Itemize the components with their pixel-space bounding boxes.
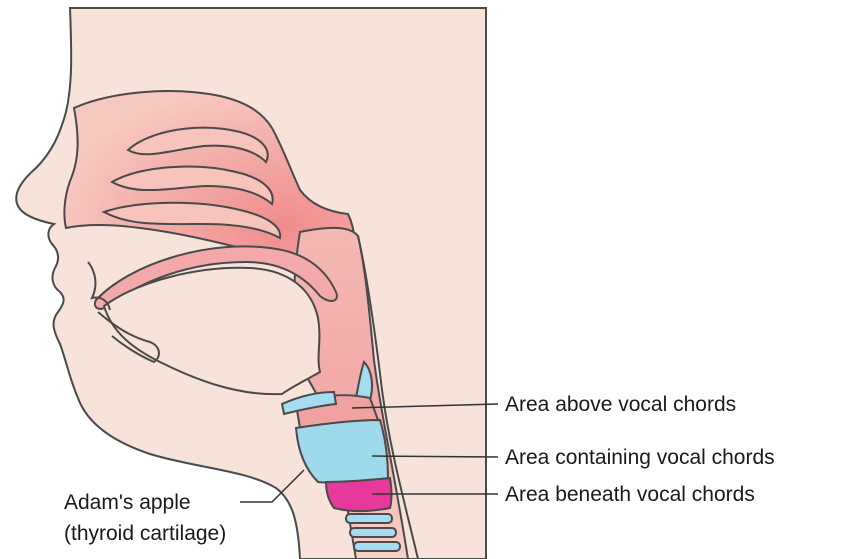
leader-line-containing bbox=[372, 456, 498, 457]
trachea-ring bbox=[350, 528, 396, 537]
label-area-beneath: Area beneath vocal chords bbox=[505, 483, 755, 506]
area-containing-vocal-chords bbox=[296, 420, 388, 483]
trachea-ring bbox=[354, 542, 400, 551]
label-adams-apple: Adam's apple bbox=[64, 491, 191, 514]
label-area-above: Area above vocal chords bbox=[505, 393, 736, 416]
label-thyroid-cartilage: (thyroid cartilage) bbox=[64, 522, 226, 545]
trachea bbox=[346, 514, 400, 551]
label-area-containing: Area containing vocal chords bbox=[505, 446, 775, 469]
trachea-ring bbox=[346, 514, 392, 523]
